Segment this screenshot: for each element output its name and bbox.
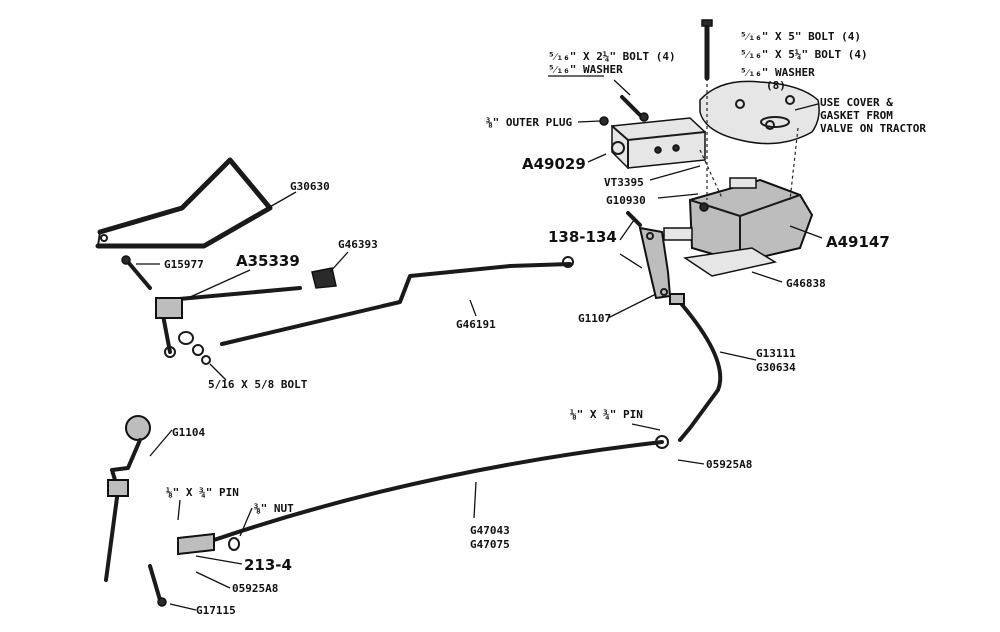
- label-bolt-5-1-4: ⁵⁄₁₆" X 5¼" BOLT (4): [740, 48, 868, 61]
- label-washer-count: (8): [766, 79, 786, 92]
- label-g1107: G1107: [578, 312, 611, 325]
- lever-a35339: [155, 286, 302, 358]
- lever-g1107: [638, 226, 672, 300]
- label-g47043: G47043: [470, 524, 510, 537]
- bolt-2-1-4: [620, 95, 649, 122]
- valve-cover-gasket: [699, 80, 820, 145]
- outer-plug: [599, 116, 609, 126]
- label-a49029: A49029: [522, 155, 586, 173]
- label-washer-right: ⁵⁄₁₆" WASHER: [740, 66, 815, 79]
- long-rod-g47043: [212, 435, 669, 542]
- hand-lever-g1104: [104, 415, 151, 582]
- rod-g46191: [220, 256, 574, 346]
- label-use-cover-3: VALVE ON TRACTOR: [820, 122, 926, 135]
- leader-lines: [136, 75, 823, 611]
- bolt-138-134: [626, 211, 642, 227]
- dashed-alignment-lines: [699, 78, 799, 201]
- valve-body-a49147: [663, 177, 814, 264]
- label-bolt-2-1-4: ⁵⁄₁₆" X 2¼" BOLT (4): [548, 50, 676, 63]
- label-g13111: G13111: [756, 347, 796, 360]
- label-g15977: G15977: [164, 258, 204, 271]
- label-213-4: 213-4: [244, 556, 292, 574]
- label-g10930: G10930: [606, 194, 646, 207]
- label-pin-right: ⅛" X ¾" PIN: [570, 408, 643, 421]
- pin-g17115: [148, 564, 167, 607]
- pedal-g30630: [95, 157, 273, 249]
- washers: [178, 331, 211, 365]
- clevis-213-4: [177, 532, 240, 556]
- label-g17115: G17115: [196, 604, 236, 617]
- label-vt3395: VT3395: [604, 176, 644, 189]
- label-g30634: G30634: [756, 361, 796, 374]
- link-g13111: [669, 293, 723, 442]
- label-a35339: A35339: [236, 252, 300, 270]
- label-05925a8-left: 05925A8: [232, 582, 278, 595]
- label-g30630: G30630: [290, 180, 330, 193]
- label-05925a8-right: 05925A8: [706, 458, 752, 471]
- label-bolt-5-16-5-8: 5/16 X 5/8 BOLT: [208, 378, 308, 391]
- label-bolt-5in: ⁵⁄₁₆" X 5" BOLT (4): [740, 30, 861, 43]
- label-nut: ⅜" NUT: [254, 502, 294, 515]
- long-bolt: [701, 19, 713, 81]
- label-g46838: G46838: [786, 277, 826, 290]
- label-washer-left: ⁵⁄₁₆" WASHER: [548, 63, 623, 76]
- label-g1104: G1104: [172, 426, 205, 439]
- label-g46191: G46191: [456, 318, 496, 331]
- label-use-cover-1: USE COVER &: [820, 96, 893, 109]
- label-138-134: 138-134: [548, 228, 617, 246]
- label-a49147: A49147: [826, 233, 890, 251]
- label-g47075: G47075: [470, 538, 510, 551]
- part-labels: ⁵⁄₁₆" X 5" BOLT (4) ⁵⁄₁₆" X 5¼" BOLT (4)…: [164, 30, 926, 617]
- label-g46393: G46393: [338, 238, 378, 251]
- gasket-g46838: [682, 247, 777, 277]
- knob-g46393: [311, 267, 337, 289]
- label-outer-plug: ⅜" OUTER PLUG: [486, 116, 572, 129]
- label-use-cover-2: GASKET FROM: [820, 109, 893, 122]
- label-pin-left: ⅛" X ¾" PIN: [166, 486, 239, 499]
- valve-block-a49029: [611, 117, 706, 169]
- bolt-g15977: [121, 255, 152, 290]
